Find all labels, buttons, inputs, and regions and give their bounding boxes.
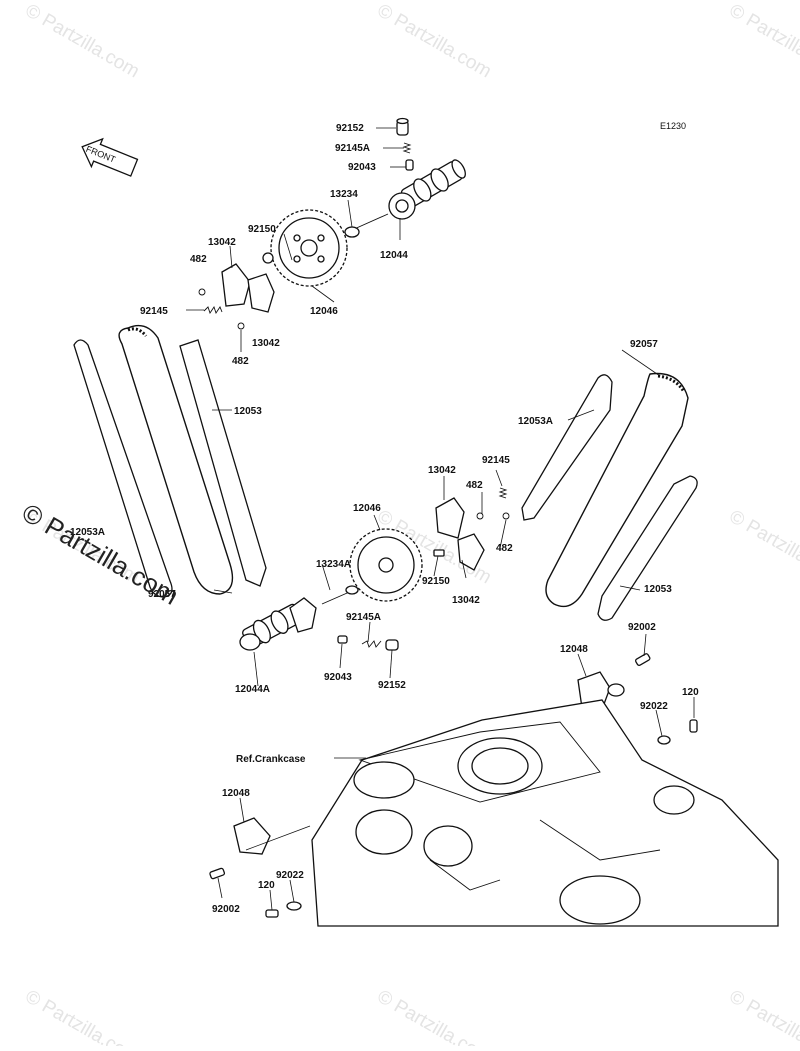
part-label: 13042: [252, 338, 280, 349]
part-label: 92150: [422, 576, 450, 587]
part-label: 92002: [212, 904, 240, 915]
part-label: 482: [190, 254, 207, 265]
diagram-code: E1230: [660, 121, 686, 131]
watermark: © Partzilla.com: [726, 986, 800, 1046]
part-label: 12046: [310, 306, 338, 317]
part-label: 12048: [222, 788, 250, 799]
part-label: 92145: [482, 455, 510, 466]
part-label: 13234A: [316, 559, 351, 570]
part-label: 92022: [276, 870, 304, 881]
part-label: 13042: [208, 237, 236, 248]
part-label: 482: [466, 480, 483, 491]
part-label: 92002: [628, 622, 656, 633]
part-label: 13042: [428, 465, 456, 476]
part-label: 12044A: [235, 684, 270, 695]
part-label: 482: [496, 543, 513, 554]
ref-crankcase-label: Ref.Crankcase: [236, 754, 306, 765]
part-label: 92043: [324, 672, 352, 683]
part-label: 92145A: [335, 143, 370, 154]
part-label: 13042: [452, 595, 480, 606]
part-label: 12044: [380, 250, 408, 261]
part-label: 120: [258, 880, 275, 891]
part-label: 12046: [353, 503, 381, 514]
watermark: © Partzilla.com: [374, 986, 495, 1046]
part-label: 120: [682, 687, 699, 698]
part-label: 92152: [378, 680, 406, 691]
watermark: © Partzilla.com: [22, 986, 143, 1046]
watermark: © Partzilla.com: [726, 506, 800, 588]
watermark: © Partzilla.com: [22, 0, 143, 82]
upper-cam-assembly: [199, 119, 469, 330]
part-label: 92145: [140, 306, 168, 317]
part-label: 92057: [630, 339, 658, 350]
part-label: 12053A: [518, 416, 553, 427]
watermark: © Partzilla.com: [374, 0, 495, 82]
part-label: 12053: [234, 406, 262, 417]
part-label: 92043: [348, 162, 376, 173]
front-arrow-icon: FRONT: [77, 133, 140, 182]
part-label: 92150: [248, 224, 276, 235]
part-label: 12048: [560, 644, 588, 655]
part-label: 92022: [640, 701, 668, 712]
part-label: 482: [232, 356, 249, 367]
part-label: 13234: [330, 189, 358, 200]
part-label: 92152: [336, 123, 364, 134]
part-label: 92145A: [346, 612, 381, 623]
part-label: 12053: [644, 584, 672, 595]
watermark: © Partzilla.com: [726, 0, 800, 82]
